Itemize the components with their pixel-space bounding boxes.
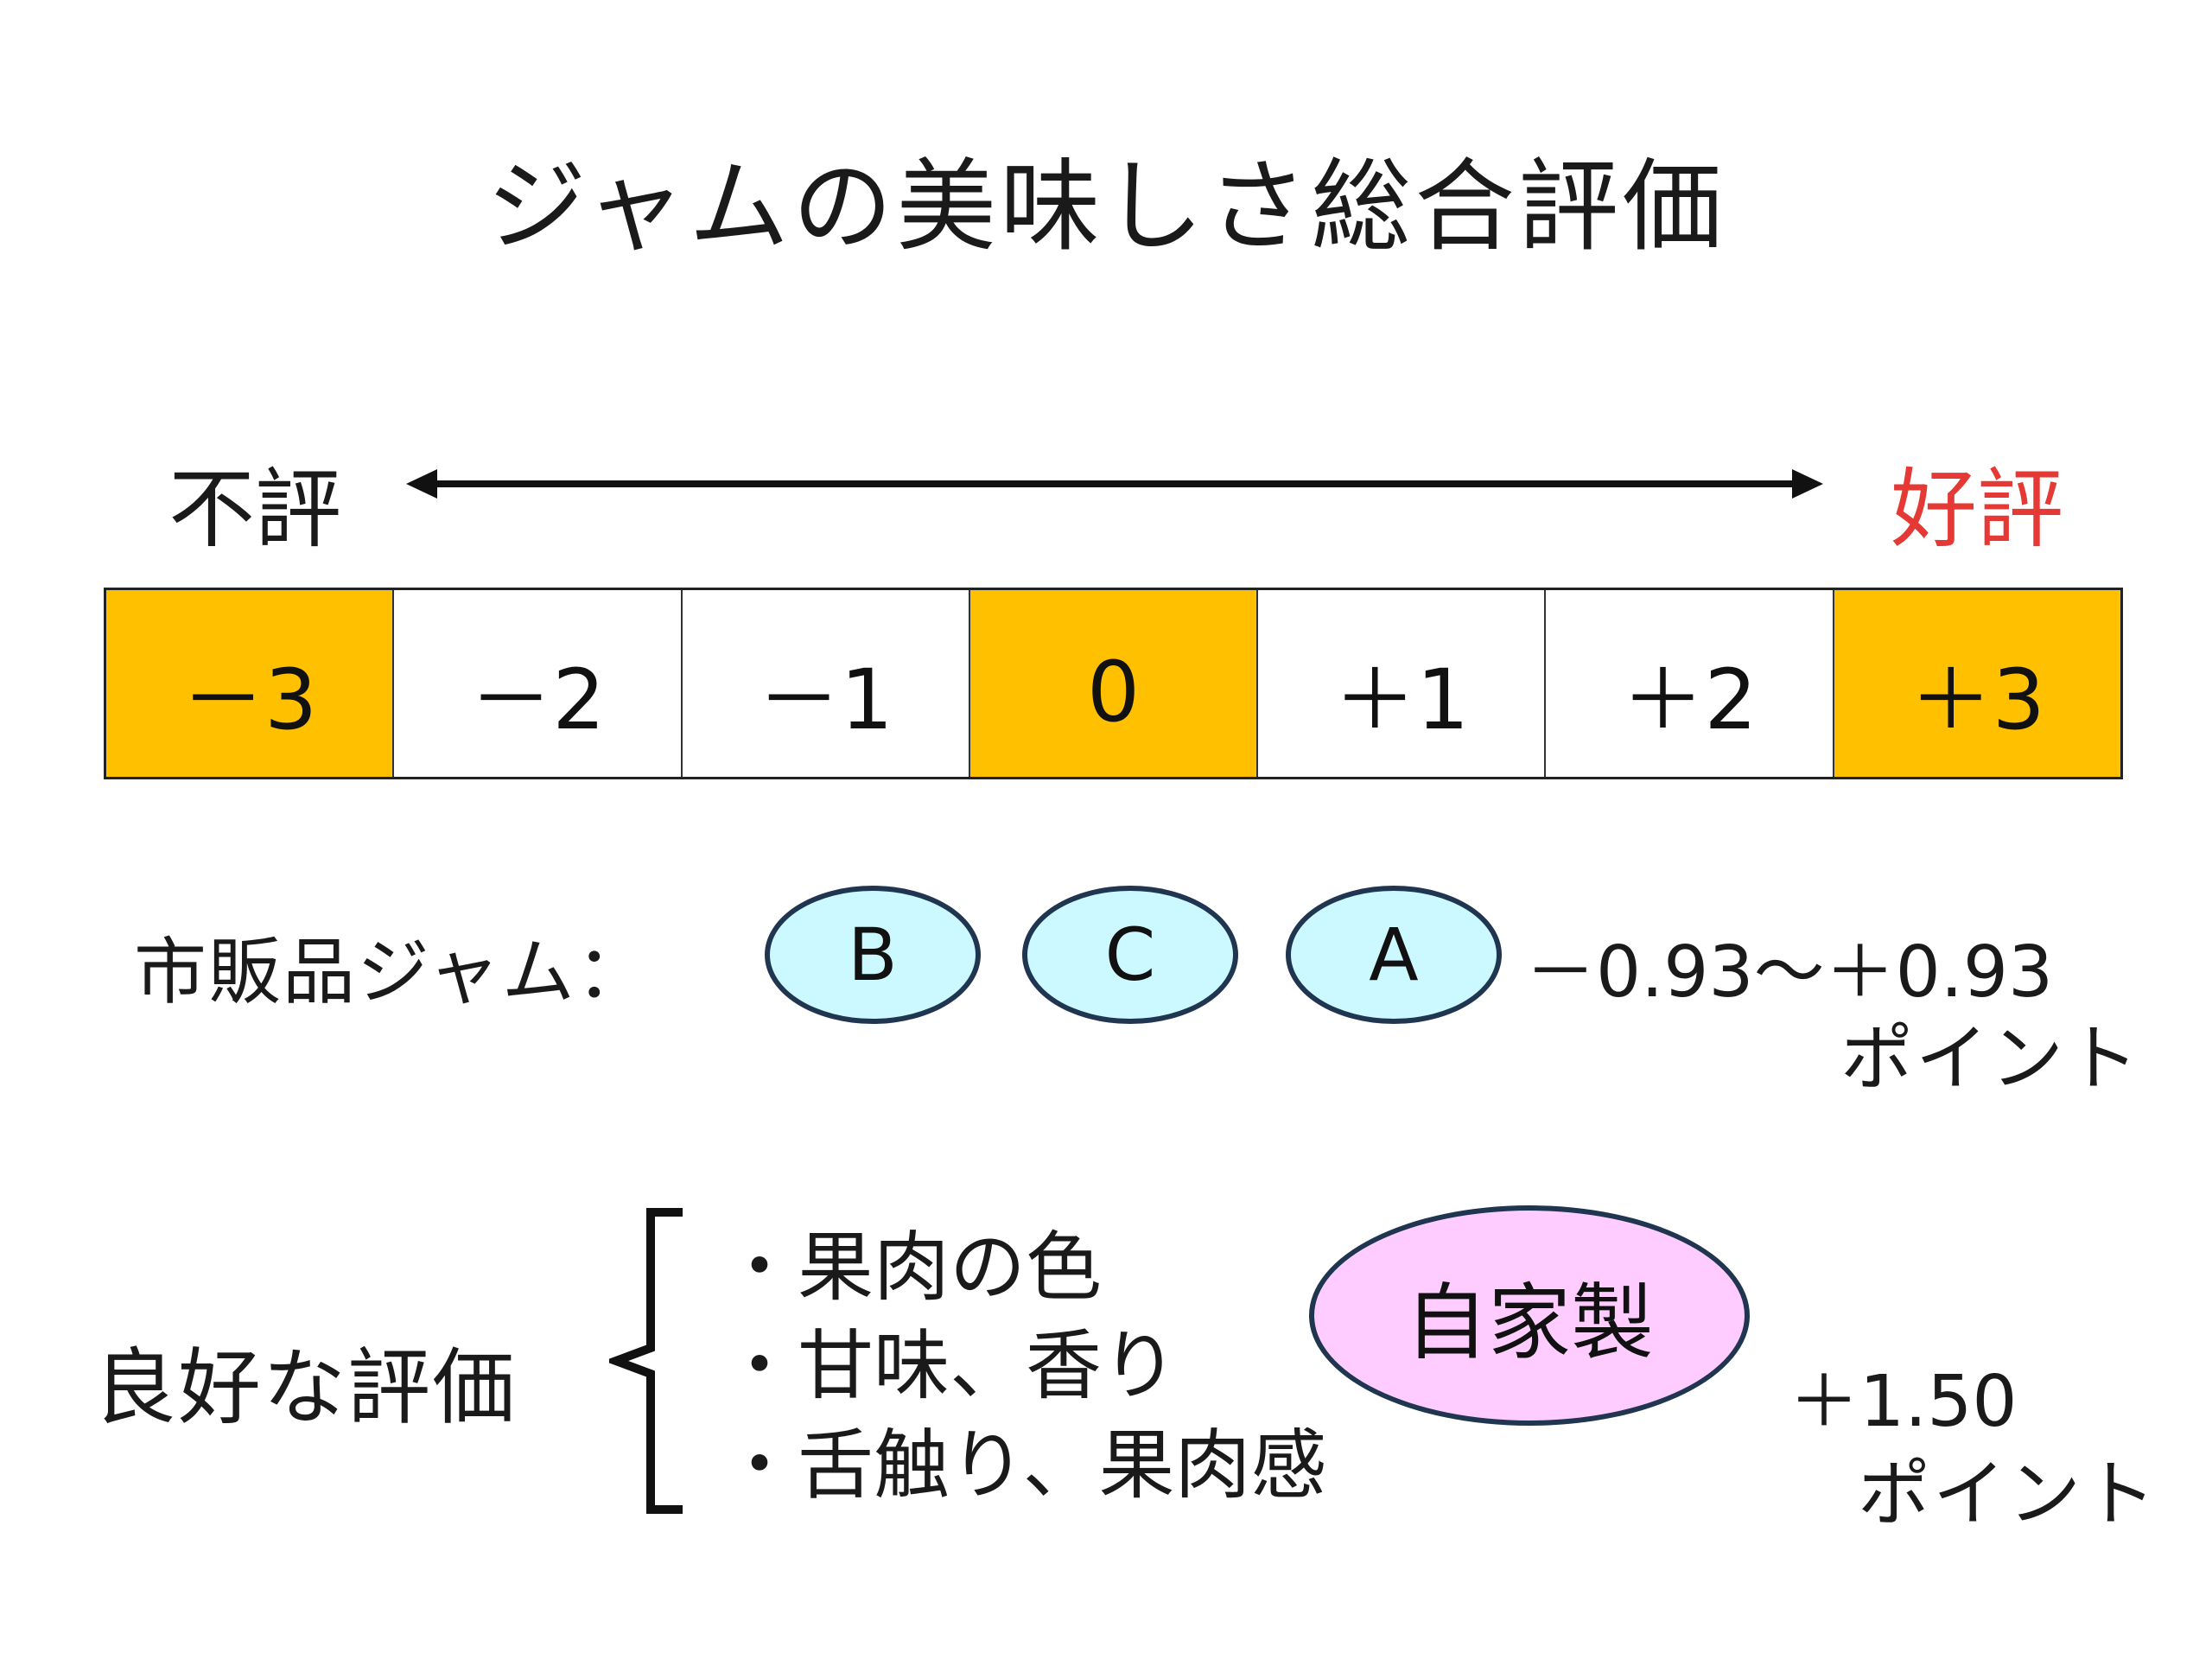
- scale-cell-zero: 0: [969, 590, 1259, 777]
- homemade-oval: 自家製: [1309, 1205, 1750, 1426]
- list-item: ・舌触り、果肉感: [721, 1420, 1327, 1510]
- commercial-oval-c: C: [1022, 886, 1238, 1024]
- commercial-oval-a: A: [1286, 886, 1502, 1024]
- list-item: ・果肉の色: [721, 1223, 1103, 1312]
- homemade-point-unit: ポイント: [1858, 1452, 2159, 1536]
- good-evaluation-list: ・果肉の色 ・甘味、香り ・舌触り、果肉感: [721, 1218, 1326, 1515]
- commercial-point-unit: ポイント: [1840, 1016, 2142, 1101]
- commercial-range: －0.93～＋0.93: [1525, 931, 2054, 1014]
- scale-cell-plus3: ＋3: [1834, 590, 2120, 777]
- commercial-jam-label: 市販品ジャム：: [134, 930, 651, 1014]
- page-title: ジャムの美味しさ総合評価: [486, 149, 1726, 265]
- scale-cell-plus2: ＋2: [1546, 590, 1834, 777]
- commercial-oval-b: B: [765, 886, 981, 1024]
- rating-scale: －3 －2 －1 0 ＋1 ＋2 ＋3: [104, 588, 2123, 779]
- positive-label: 好評: [1891, 459, 2063, 560]
- scale-cell-minus1: －1: [683, 590, 970, 777]
- scale-cell-plus1: ＋1: [1258, 590, 1547, 777]
- homemade-score: ＋1.50: [1789, 1361, 2018, 1443]
- scale-cell-minus2: －2: [394, 590, 683, 777]
- negative-label: 不評: [168, 459, 341, 560]
- list-item: ・甘味、香り: [721, 1321, 1179, 1411]
- scale-cell-minus3: －3: [106, 590, 395, 777]
- left-brace-icon: [609, 1208, 683, 1514]
- good-evaluation-label: 良好な評価: [93, 1339, 517, 1436]
- double-arrow-icon: [406, 469, 1823, 499]
